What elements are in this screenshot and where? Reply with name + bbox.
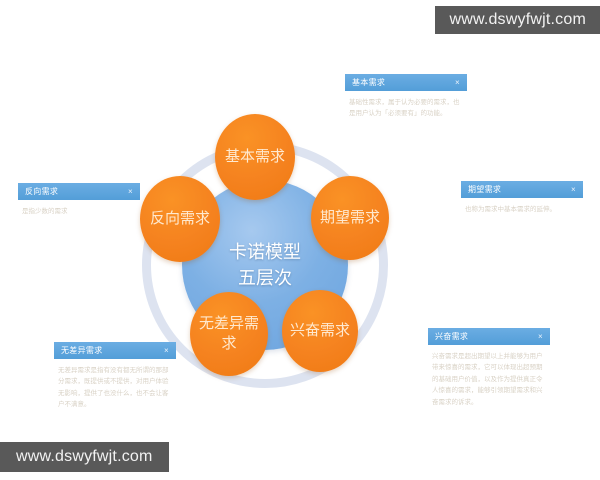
callout-body-excitement-needs: 兴奋需求是超出期望以上并能够为用户带来惊喜的需求，它可以体现出超预期的基础用户价… (432, 353, 543, 406)
center-title-line2: 五层次 (238, 268, 292, 288)
close-icon[interactable]: × (571, 184, 576, 194)
callout-header-basic-needs: 基本需求 × (345, 74, 467, 91)
node-excitement-needs[interactable]: 兴奋需求 (282, 290, 358, 372)
callout-card-reverse-needs: 反向需求 × 是指少数的需求 (18, 183, 140, 217)
close-icon[interactable]: × (455, 77, 460, 87)
callout-body-indifferent-needs: 无差异需求是指有没有都无所谓的那部分需求，既提供或不提供，对用户体验无影响，提供… (58, 367, 169, 409)
callout-card-excitement-needs: 兴奋需求 × 兴奋需求是超出期望以上并能够为用户带来惊喜的需求，它可以体现出超预… (428, 328, 550, 408)
callout-title-expected-needs: 期望需求 (468, 185, 502, 194)
close-icon[interactable]: × (128, 186, 133, 196)
callout-header-indifferent-needs: 无差异需求 × (54, 342, 176, 359)
callout-header-reverse-needs: 反向需求 × (18, 183, 140, 200)
node-expected-needs-label: 期望需求 (319, 208, 380, 226)
callout-body-reverse-needs: 是指少数的需求 (22, 208, 68, 215)
callout-title-basic-needs: 基本需求 (352, 78, 386, 87)
callout-title-reverse-needs: 反向需求 (25, 187, 59, 196)
node-excitement-needs-label: 兴奋需求 (289, 321, 350, 339)
watermark-bottom: www.dswyfwjt.com (0, 442, 169, 472)
watermark-top: www.dswyfwjt.com (435, 6, 600, 34)
close-icon[interactable]: × (164, 345, 169, 355)
node-reverse-needs[interactable]: 反向需求 (140, 176, 220, 262)
callout-title-excitement-needs: 兴奋需求 (435, 332, 469, 341)
callout-body-basic-needs: 基础性需求，属于认为必要的需求，也是用户认为「必须要有」的功能。 (349, 99, 460, 118)
node-basic-needs[interactable]: 基本需求 (215, 114, 295, 200)
center-title-line1: 卡诺模型 (229, 241, 301, 262)
callout-body-expected-needs: 也称为需求中基本需求的延伸。 (465, 206, 556, 213)
callout-header-excitement-needs: 兴奋需求 × (428, 328, 550, 345)
kano-model-wheel: 卡诺模型 五层次 基本需求 期望需求 兴奋需求 无差异需求 反向需求 (120, 114, 410, 410)
close-icon[interactable]: × (538, 331, 543, 341)
callout-header-expected-needs: 期望需求 × (461, 181, 583, 198)
node-indifferent-needs[interactable]: 无差异需求 (190, 292, 268, 376)
node-basic-needs-label: 基本需求 (224, 147, 285, 165)
callout-title-indifferent-needs: 无差异需求 (61, 346, 103, 355)
callout-card-basic-needs: 基本需求 × 基础性需求，属于认为必要的需求，也是用户认为「必须要有」的功能。 (345, 74, 467, 120)
callout-card-expected-needs: 期望需求 × 也称为需求中基本需求的延伸。 (461, 181, 583, 215)
node-reverse-needs-label: 反向需求 (149, 209, 210, 227)
node-expected-needs[interactable]: 期望需求 (311, 176, 389, 260)
callout-card-indifferent-needs: 无差异需求 × 无差异需求是指有没有都无所谓的那部分需求，既提供或不提供，对用户… (54, 342, 176, 411)
node-indifferent-needs-label: 无差异需求 (198, 314, 259, 352)
